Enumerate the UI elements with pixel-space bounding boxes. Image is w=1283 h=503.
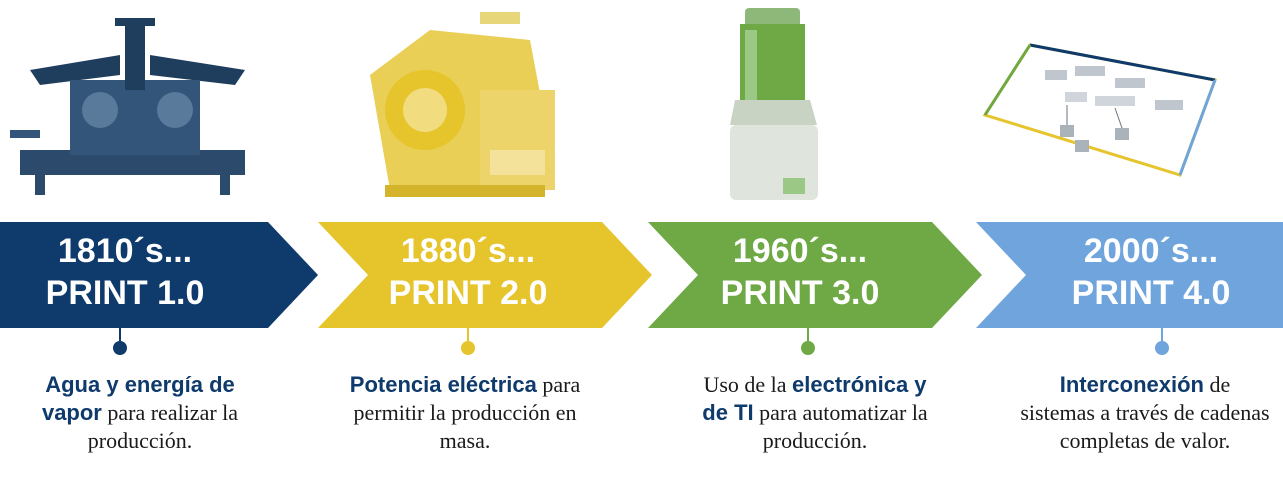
pin-line-1 — [119, 322, 121, 344]
networked-systems-icon — [975, 0, 1245, 215]
desc-highlight: Agua y energía de vapor — [41, 372, 235, 425]
era-arrow-print-1: 1810´s... PRINT 1.0 — [0, 222, 318, 328]
era-description-1: Agua y energía de vapor para realizar la… — [15, 371, 265, 455]
desc-text: de sistemas a través de cadenas completa… — [1020, 372, 1270, 453]
electric-press-icon — [330, 0, 630, 215]
arrow-shape — [318, 222, 652, 328]
pin-dot-4 — [1155, 341, 1169, 355]
era-title: PRINT 3.0 — [720, 274, 880, 312]
era-arrow-print-2: 1880´s... PRINT 2.0 — [318, 222, 652, 328]
desc-text: para realizar la producción. — [87, 400, 239, 453]
era-arrow-print-4: 2000´s... PRINT 4.0 — [976, 222, 1283, 328]
arrow-shape — [976, 222, 1283, 328]
era-year: 1880´s... — [400, 232, 536, 270]
era-label: 2000´s... PRINT 4.0 — [1026, 230, 1276, 314]
era-description-3: Uso de la electrónica y de TI para autom… — [690, 371, 940, 455]
era-label: 1810´s... PRINT 1.0 — [0, 230, 250, 314]
pin-line-2 — [467, 322, 469, 344]
electronic-machine-icon — [715, 0, 825, 215]
desc-text: para automatizar la producción. — [753, 400, 928, 453]
steam-printing-press-icon — [0, 0, 270, 215]
desc-highlight: Interconexión — [1059, 372, 1204, 397]
pin-dot-2 — [461, 341, 475, 355]
era-arrow-print-3: 1960´s... PRINT 3.0 — [648, 222, 982, 328]
arrow-shape — [648, 222, 982, 328]
era-title: PRINT 2.0 — [388, 274, 548, 312]
pin-dot-3 — [801, 341, 815, 355]
desc-text-lead: Uso de la — [703, 372, 793, 397]
era-title: PRINT 1.0 — [45, 274, 205, 312]
era-title: PRINT 4.0 — [1071, 274, 1231, 312]
pin-dot-1 — [113, 341, 127, 355]
arrow-shape — [0, 222, 318, 328]
desc-text: para permitir la producción en masa. — [353, 372, 581, 453]
pin-line-4 — [1161, 322, 1163, 344]
desc-highlight: Potencia eléctrica — [349, 372, 537, 397]
era-year: 2000´s... — [1083, 232, 1219, 270]
era-label: 1880´s... PRINT 2.0 — [343, 230, 593, 314]
desc-highlight: electrónica y de TI — [702, 372, 927, 425]
era-description-4: Interconexión de sistemas a través de ca… — [1020, 371, 1270, 455]
era-label: 1960´s... PRINT 3.0 — [675, 230, 925, 314]
era-year: 1810´s... — [57, 232, 193, 270]
pin-line-3 — [807, 322, 809, 344]
era-description-2: Potencia eléctrica para permitir la prod… — [340, 371, 590, 455]
era-year: 1960´s... — [732, 232, 868, 270]
